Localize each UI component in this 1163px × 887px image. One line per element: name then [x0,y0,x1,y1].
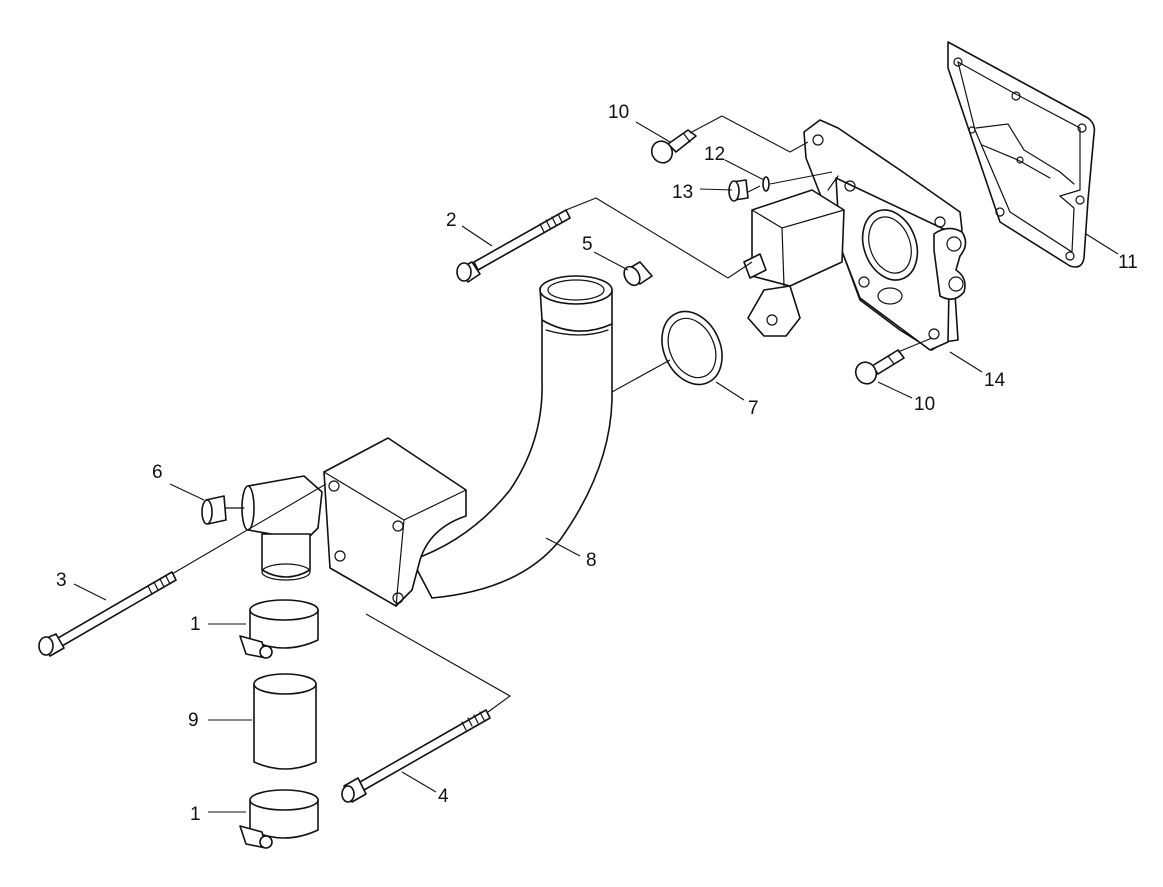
assembly-lines [171,115,933,713]
stud-4 [341,709,491,803]
callout-7: 7 [748,398,759,419]
callout-8: 8 [586,550,597,571]
callout-9: 9 [188,710,199,731]
callout-1-upper: 1 [190,614,201,635]
callout-14: 14 [984,370,1006,391]
seal-ring-7 [661,310,723,386]
hose-clamp-1-lower [239,789,319,849]
bolt-3 [38,571,177,657]
hose-9 [253,673,317,770]
elbow-fitting [241,475,323,581]
plug-5 [623,261,653,287]
callout-12: 12 [704,144,725,165]
callout-11: 11 [1118,252,1138,273]
callout-leaders [73,121,1119,813]
water-pipe-8 [323,275,613,607]
gasket-11 [947,41,1096,268]
callout-4: 4 [438,786,449,807]
callout-10-upper: 10 [608,102,629,123]
bolt-10-upper [650,129,697,164]
thermostat-housing-14 [743,119,967,351]
callout-13: 13 [672,182,693,203]
callout-10-lower: 10 [914,394,935,415]
bolt-2 [456,209,571,283]
o-ring-12 [762,176,770,192]
callout-6: 6 [152,462,163,483]
callout-labels: 10 12 13 11 2 5 14 10 7 6 8 3 1 9 4 1 [56,102,1138,825]
callout-5: 5 [582,234,593,255]
callout-3: 3 [56,570,67,591]
callout-2: 2 [446,210,457,231]
bolt-10-lower [854,349,905,385]
plug-13 [728,179,749,202]
callout-1-lower: 1 [190,804,201,825]
cap-6 [201,495,245,525]
hose-clamp-1-upper [239,599,319,659]
